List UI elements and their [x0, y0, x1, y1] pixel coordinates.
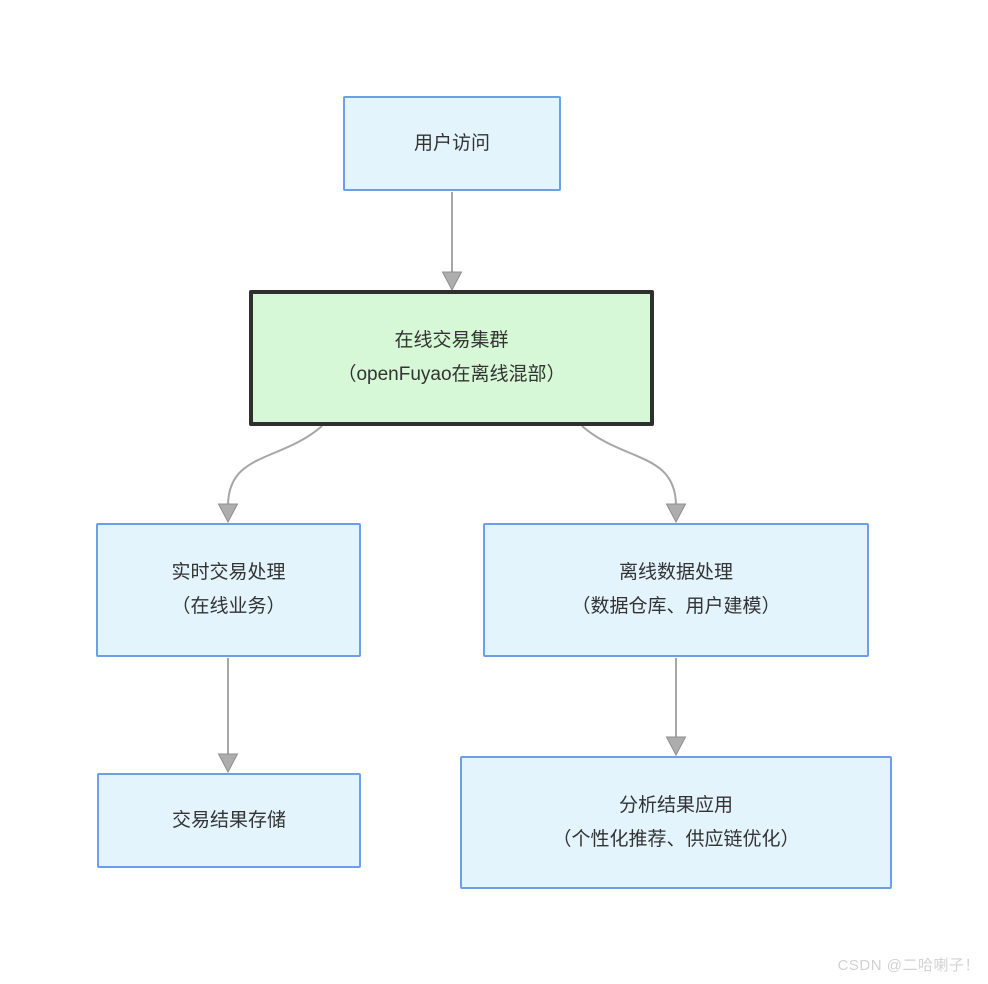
arrow-user-access-to-cluster: [441, 192, 463, 292]
node-offline-data-processing: 离线数据处理 （数据仓库、用户建模）: [483, 523, 869, 657]
node-offline-label-line1: 离线数据处理: [618, 562, 733, 583]
node-transaction-result-storage: 交易结果存储: [97, 773, 361, 868]
node-application-label-line2: （个性化推荐、供应链优化）: [552, 828, 800, 850]
arrow-offline-to-application: [665, 658, 687, 757]
arrow-cluster-to-realtime: [217, 425, 323, 524]
node-cluster-label-line2: （openFuyao在离线混部）: [337, 364, 566, 385]
arrow-realtime-to-storage: [217, 658, 239, 774]
node-realtime-label-line2: （在线业务）: [171, 596, 286, 617]
csdn-watermark: CSDN @二哈喇子！: [837, 957, 980, 974]
node-storage-label: 交易结果存储: [171, 809, 286, 831]
node-user-access-label: 用户访问: [413, 132, 490, 154]
node-cluster-label-line1: 在线交易集群: [394, 330, 509, 351]
node-analysis-result-application: 分析结果应用 （个性化推荐、供应链优化）: [460, 756, 892, 889]
arrow-cluster-to-offline: [581, 425, 687, 524]
node-user-access: 用户访问: [343, 96, 561, 191]
node-realtime-transaction: 实时交易处理 （在线业务）: [96, 523, 361, 657]
node-online-trading-cluster: 在线交易集群 （openFuyao在离线混部）: [249, 290, 654, 426]
node-realtime-label-line1: 实时交易处理: [171, 562, 286, 583]
node-application-label-line1: 分析结果应用: [618, 794, 733, 816]
node-offline-label-line2: （数据仓库、用户建模）: [571, 596, 781, 617]
